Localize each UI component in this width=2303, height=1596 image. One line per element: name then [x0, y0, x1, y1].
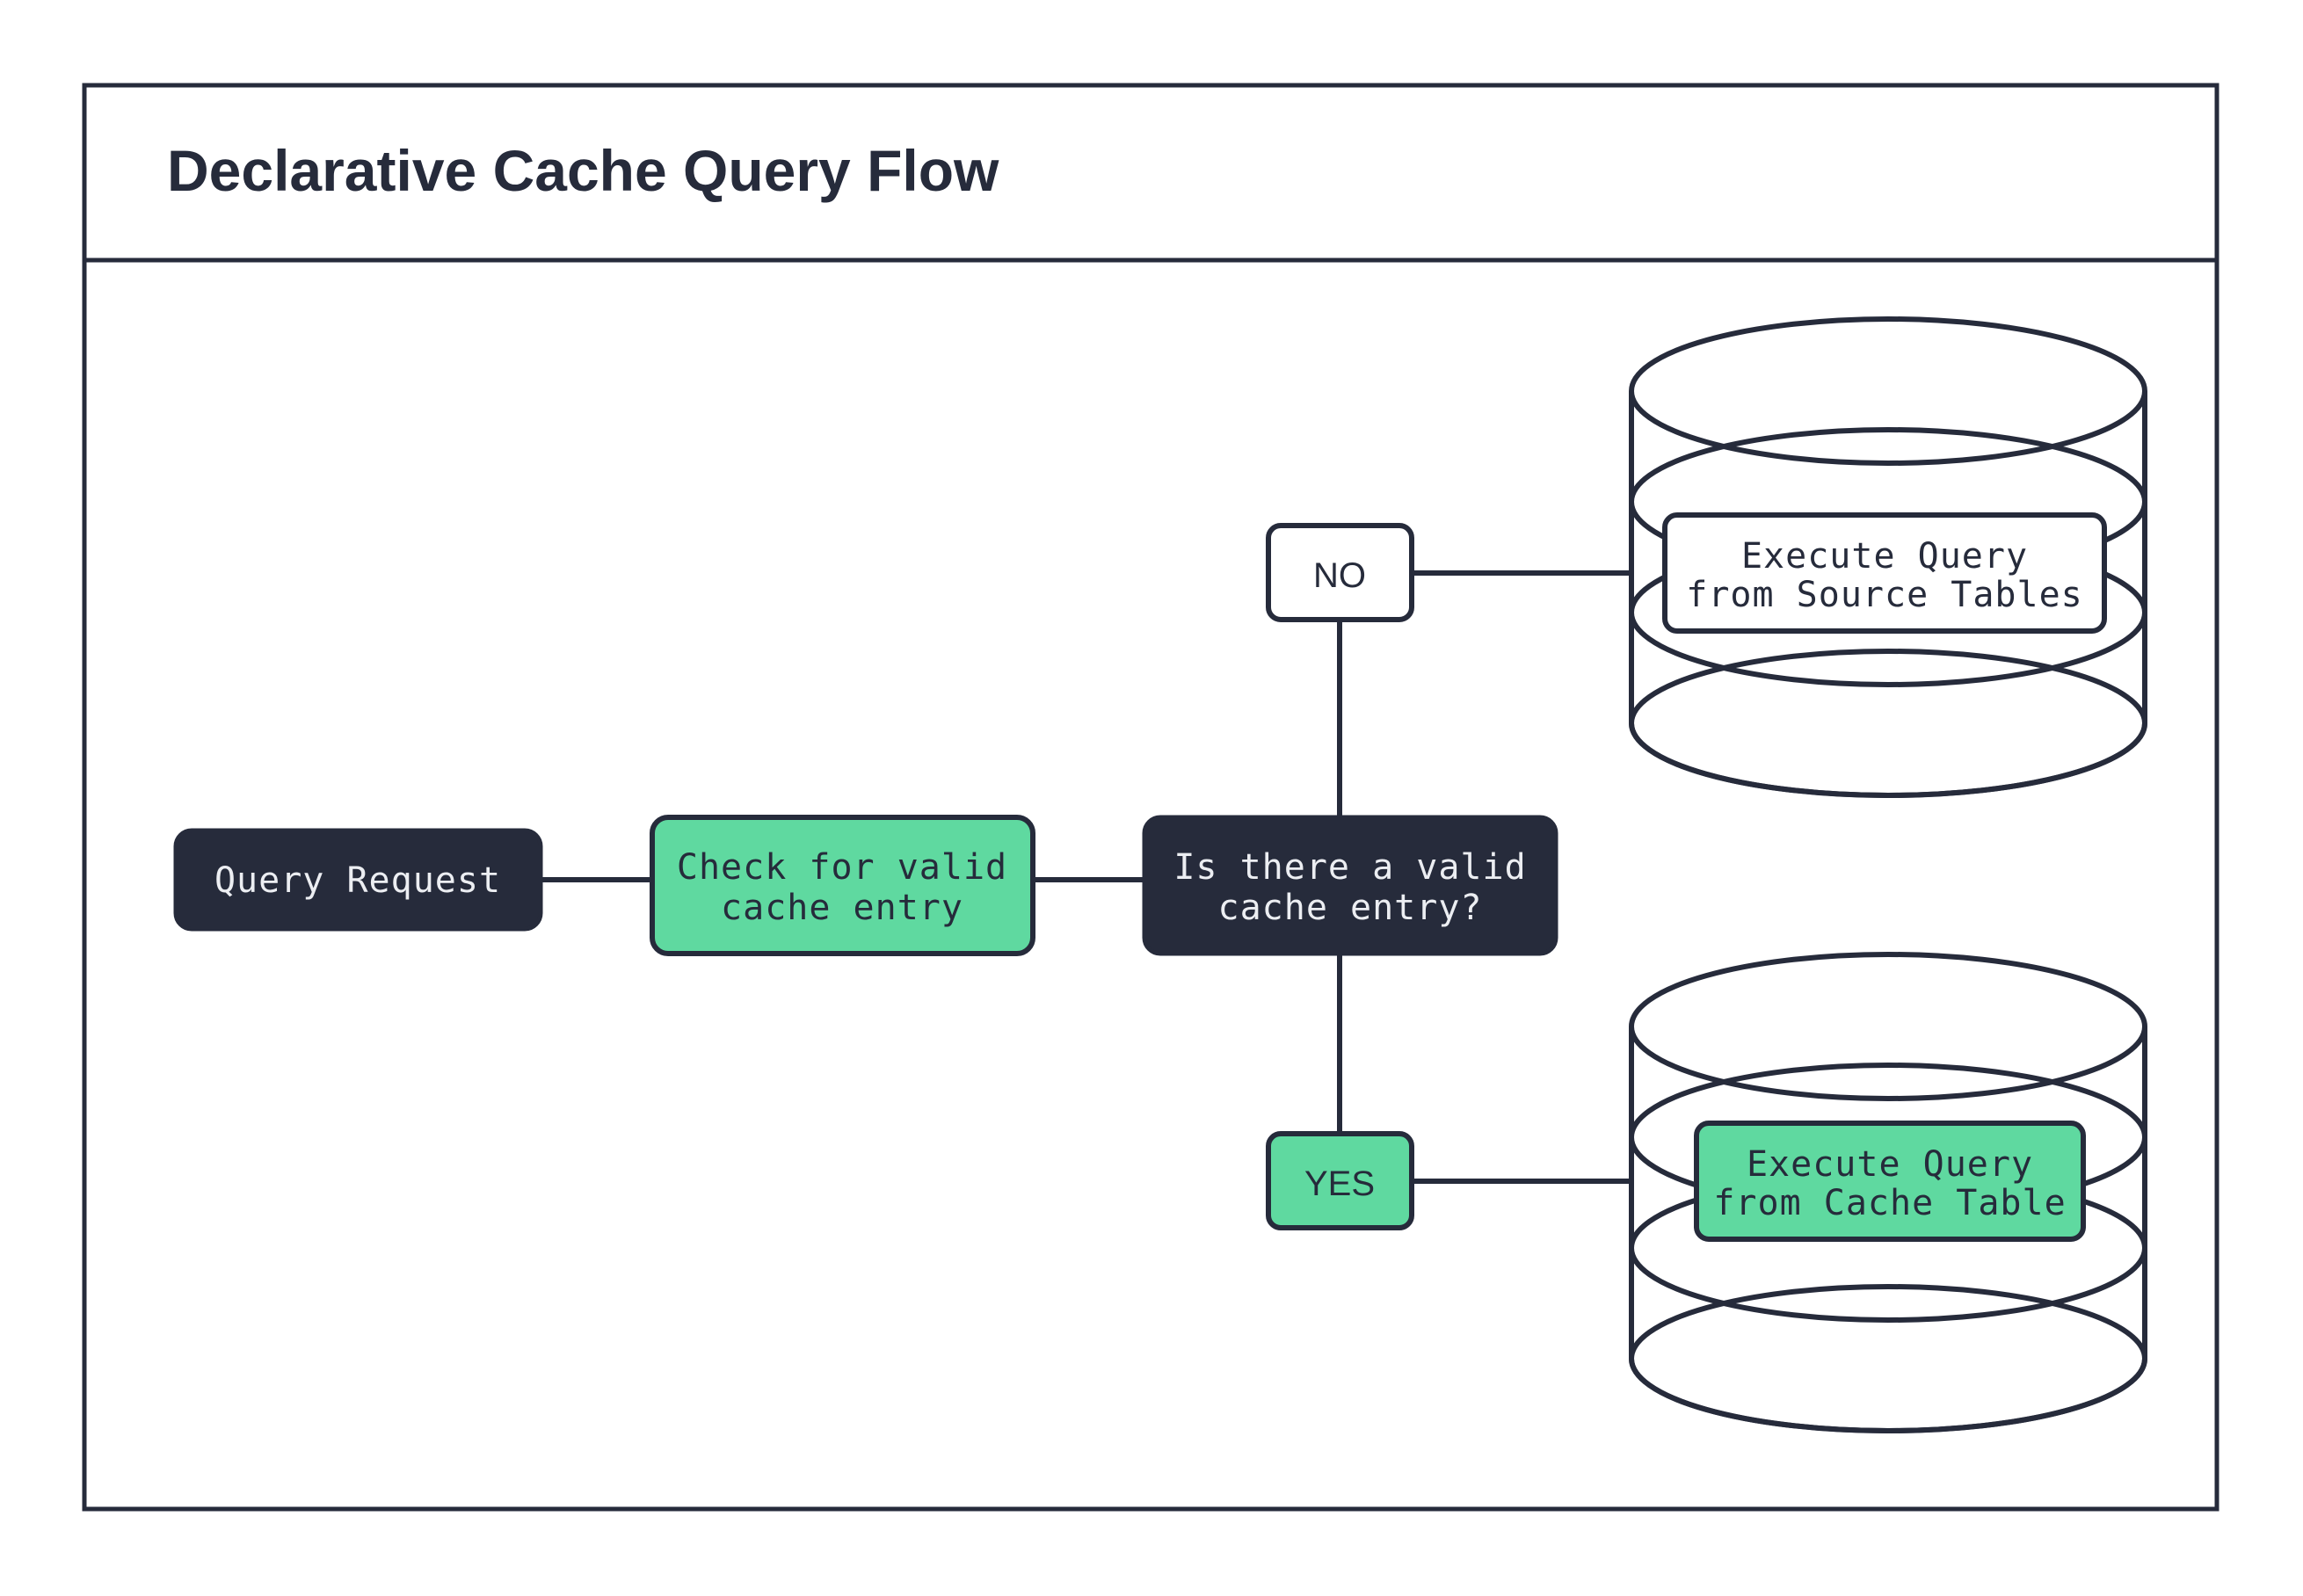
branch-label-yes[interactable]: YES — [1266, 1131, 1414, 1230]
source-db-label-box[interactable]: Execute Query from Source Tables — [1662, 512, 2107, 634]
start-node-label: Query Request — [214, 860, 501, 901]
decision-node-line1: Is there a valid — [1173, 847, 1526, 888]
process-node-line2: cache entry — [721, 888, 963, 928]
start-node-query-request[interactable]: Query Request — [173, 828, 543, 932]
cache-db-label-box[interactable]: Execute Query from Cache Table — [1694, 1121, 2086, 1242]
source-db-label-line1: Execute Query — [1741, 536, 2028, 577]
page-title: Declarative Cache Query Flow — [167, 138, 999, 203]
db-disc-1 — [1629, 952, 2147, 1101]
decision-node-line2: cache entry? — [1218, 888, 1483, 928]
process-node-line1: Check for valid — [677, 847, 1007, 888]
db-disc-4 — [1629, 1284, 2147, 1433]
source-db-label-line2: from Source Tables — [1686, 575, 2082, 615]
db-disc-4 — [1629, 649, 2147, 798]
branch-yes-label: YES — [1304, 1164, 1375, 1203]
db-disc-1 — [1629, 316, 2147, 466]
cache-db-label-line2: from Cache Table — [1713, 1183, 2066, 1223]
branch-label-no[interactable]: NO — [1266, 523, 1414, 622]
decision-node-valid-cache-entry[interactable]: Is there a valid cache entry? — [1142, 815, 1558, 956]
branch-no-label: NO — [1313, 556, 1366, 595]
process-node-check-cache[interactable]: Check for valid cache entry — [650, 815, 1035, 956]
cache-db-label-line1: Execute Query — [1747, 1144, 2033, 1185]
